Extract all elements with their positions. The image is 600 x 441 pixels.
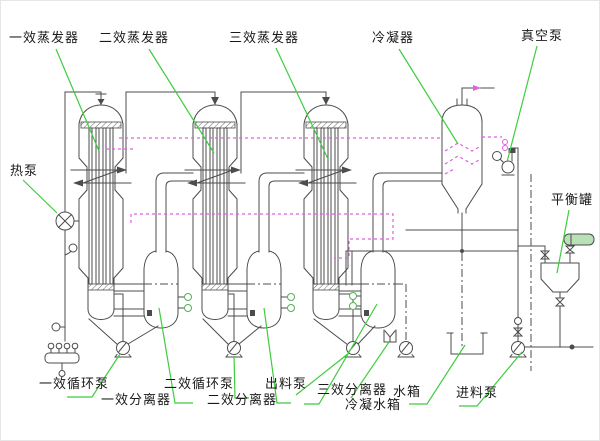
label-balance-tank: 平衡罐: [551, 193, 594, 208]
evaporator-3: [295, 104, 357, 321]
label-evaporator-1: 一效蒸发器: [9, 31, 80, 46]
label-leaders: [22, 45, 570, 407]
label-separator-3: 三效分离器: [317, 383, 388, 398]
label-vacuum-pump: 真空泵: [521, 29, 564, 44]
label-discharge-pump: 出料泵: [265, 377, 308, 392]
steam-manifold: [44, 342, 80, 377]
circulation-pump-2-symbol: [225, 341, 243, 358]
top-piping: [64, 87, 495, 342]
separator-instruments: [177, 292, 362, 312]
label-water-tank: 水箱: [393, 385, 422, 400]
label-evaporator-3: 三效蒸发器: [229, 31, 300, 46]
circulation-piping: [88, 293, 376, 346]
label-heat-pump: 热泵: [10, 164, 39, 179]
condensate-funnel: [383, 329, 397, 343]
label-separator-1: 一效分离器: [101, 393, 172, 408]
label-circulation-pump-2: 二效循环泵: [164, 377, 235, 392]
water-tank-vessel: [446, 332, 488, 355]
label-feed-pump: 进料泵: [456, 386, 499, 401]
right-piping: [345, 147, 594, 371]
evaporator-2: [184, 104, 246, 321]
label-separator-2: 二效分离器: [207, 393, 278, 408]
label-circulation-pump-1: 一效循环泵: [39, 377, 110, 392]
condensate-pump-symbol: [397, 341, 415, 358]
balance-tank-vessel: [517, 233, 595, 348]
annotation-lines: [106, 85, 508, 259]
separator-2-vessel: [246, 250, 282, 329]
vacuum-pump-symbol: [492, 147, 519, 176]
separator-1-vessel: [143, 250, 179, 329]
feed-line-valves: [512, 317, 524, 337]
label-condenser: 冷凝器: [372, 31, 415, 46]
evaporator-1: [70, 104, 132, 321]
feed-pump-symbol: [509, 341, 527, 358]
connecting-pipes: [113, 283, 369, 317]
circulation-pump-1-symbol: [114, 341, 132, 358]
label-evaporator-2: 二效蒸发器: [99, 31, 170, 46]
label-condensate-tank: 冷凝水箱: [345, 398, 402, 413]
separator-3-vessel: [360, 250, 396, 329]
vapor-ducts: [155, 172, 443, 253]
condenser-vessel: [441, 104, 483, 252]
heat-pump-symbol: [51, 211, 78, 332]
